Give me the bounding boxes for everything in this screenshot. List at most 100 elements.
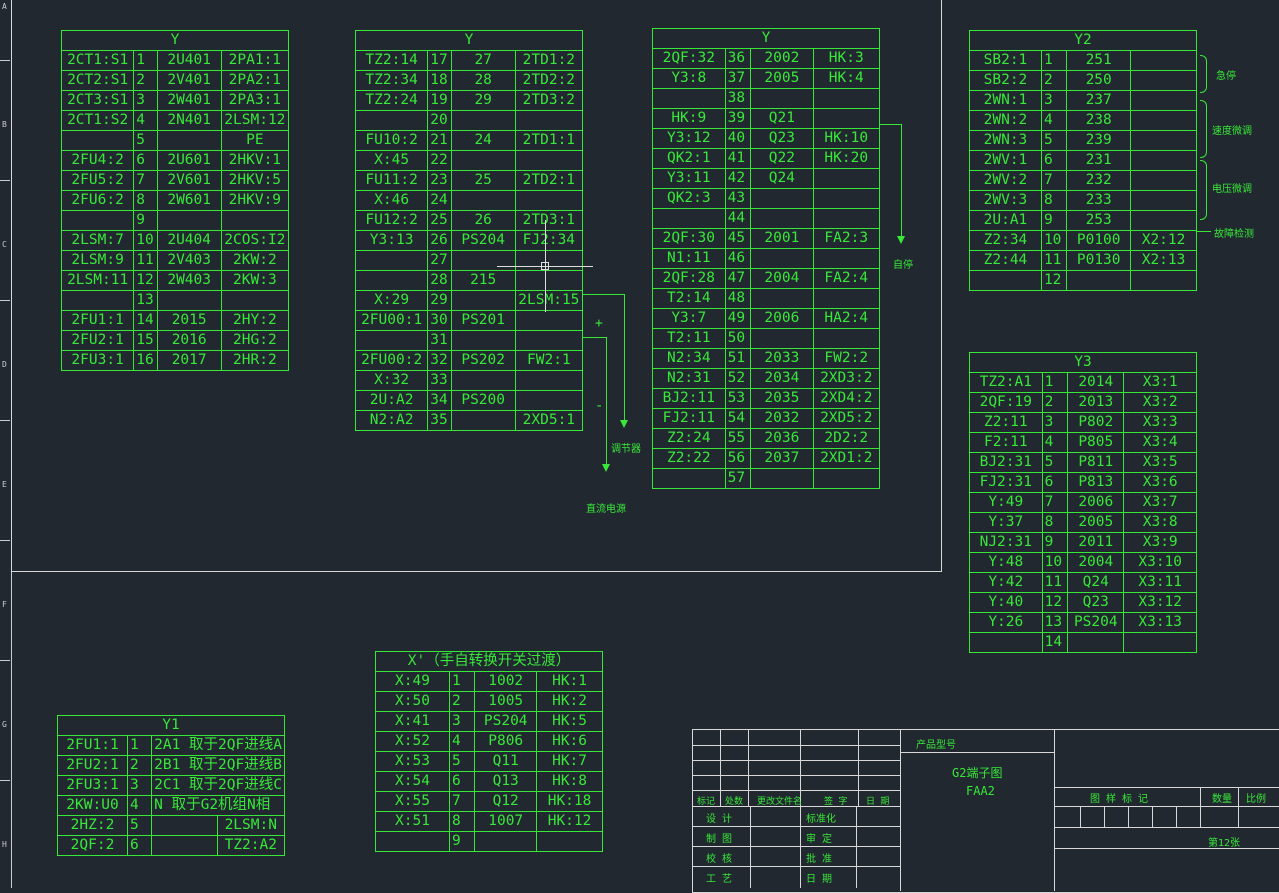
table-cell: Q24 <box>750 168 814 189</box>
table-cell <box>514 270 584 291</box>
table-cell: 2KW:U0 <box>57 795 128 816</box>
title-block-line <box>900 752 1055 753</box>
table-cell: P811 <box>1067 452 1125 473</box>
table-cell: 5 <box>126 815 153 836</box>
table-cell <box>812 288 881 309</box>
table-row: 20 <box>354 110 584 131</box>
table-cell: N 取于G2机组N相 <box>151 795 285 816</box>
table-cell: Q12 <box>474 791 538 812</box>
table-cell: 26 <box>450 210 516 231</box>
table-cell: 56 <box>724 448 752 469</box>
title-block-line <box>1054 787 1279 788</box>
table-row: 9 <box>60 210 290 231</box>
table-cell: 2FU2:1 <box>60 330 135 351</box>
table-cell: 7 <box>448 791 476 812</box>
table-cell: 232 <box>1066 170 1132 191</box>
ruler-tick <box>0 420 10 421</box>
table-cell: 6 <box>133 150 158 171</box>
table-cell <box>750 468 814 489</box>
table-cell <box>812 188 881 209</box>
table-cell: 9 <box>1041 532 1069 553</box>
table-cell <box>750 208 814 229</box>
table-cell: X3:2 <box>1123 392 1197 413</box>
table-cell: 2005 <box>750 68 814 89</box>
ruler-tick <box>0 660 10 661</box>
table-cell <box>812 108 881 129</box>
table-cell: 2N401 <box>156 110 222 131</box>
table-cell: 2U401 <box>156 50 222 71</box>
table-cell: 2QF:28 <box>652 268 726 289</box>
table-cell <box>514 190 584 211</box>
table-cell: FU11:2 <box>354 170 429 191</box>
table-cell: P802 <box>1067 412 1125 433</box>
table-cell: Y3:7 <box>652 308 726 329</box>
authorize-label: 批 准 <box>806 854 833 865</box>
table-cell: F2:11 <box>969 432 1043 453</box>
table-cell <box>750 188 814 209</box>
table-cell: FJ2:34 <box>514 230 584 251</box>
table-cell: 2004 <box>750 268 814 289</box>
table-cell: 26 <box>427 230 452 251</box>
table-cell: Y:42 <box>969 572 1043 593</box>
title-block-line <box>720 729 721 806</box>
table-cell: 2FU4:2 <box>60 150 135 171</box>
table-cell <box>750 328 814 349</box>
table-cell: HK:20 <box>812 148 881 169</box>
table-cell <box>536 831 603 852</box>
table-cell: 11 <box>1041 572 1069 593</box>
table-cell <box>1130 210 1197 231</box>
table-cell: Y:40 <box>969 592 1043 613</box>
table-cell: 20 <box>427 110 452 131</box>
table-cell: 24 <box>427 190 452 211</box>
table-cell: 2B1 取于2QF进线B <box>151 755 285 776</box>
table-cell <box>1130 90 1197 111</box>
table-cell: 6 <box>1041 472 1069 493</box>
table-cell <box>1130 170 1197 191</box>
table-cell: PS204 <box>1067 612 1125 633</box>
table-cell: 42 <box>724 168 752 189</box>
title-block-line <box>1152 806 1153 827</box>
table-cell <box>514 370 584 391</box>
table-cell: PS200 <box>450 390 516 411</box>
title-block-line <box>692 846 900 847</box>
table-cell: 250 <box>1066 70 1132 91</box>
table-cell: 14 <box>133 310 158 331</box>
table-row: 44 <box>652 208 881 229</box>
table-cell <box>1130 50 1197 71</box>
table-cell: 6 <box>126 835 153 856</box>
table-cell: 2FU00:1 <box>354 310 429 331</box>
table-cell: 41 <box>724 148 752 169</box>
table-cell: 28 <box>450 70 516 91</box>
table-cell: HK:9 <box>652 108 726 129</box>
wire <box>583 294 625 295</box>
table-cell: TZ2:34 <box>354 70 429 91</box>
table-cell: 2XD5:2 <box>812 408 881 429</box>
table-cell <box>514 110 584 131</box>
table-cell: 38 <box>724 88 752 109</box>
table-cell: HK:1 <box>536 671 603 692</box>
table-cell: Q24 <box>1067 572 1125 593</box>
table-cell: X:29 <box>354 290 429 311</box>
table-cell: 11 <box>1040 250 1068 271</box>
